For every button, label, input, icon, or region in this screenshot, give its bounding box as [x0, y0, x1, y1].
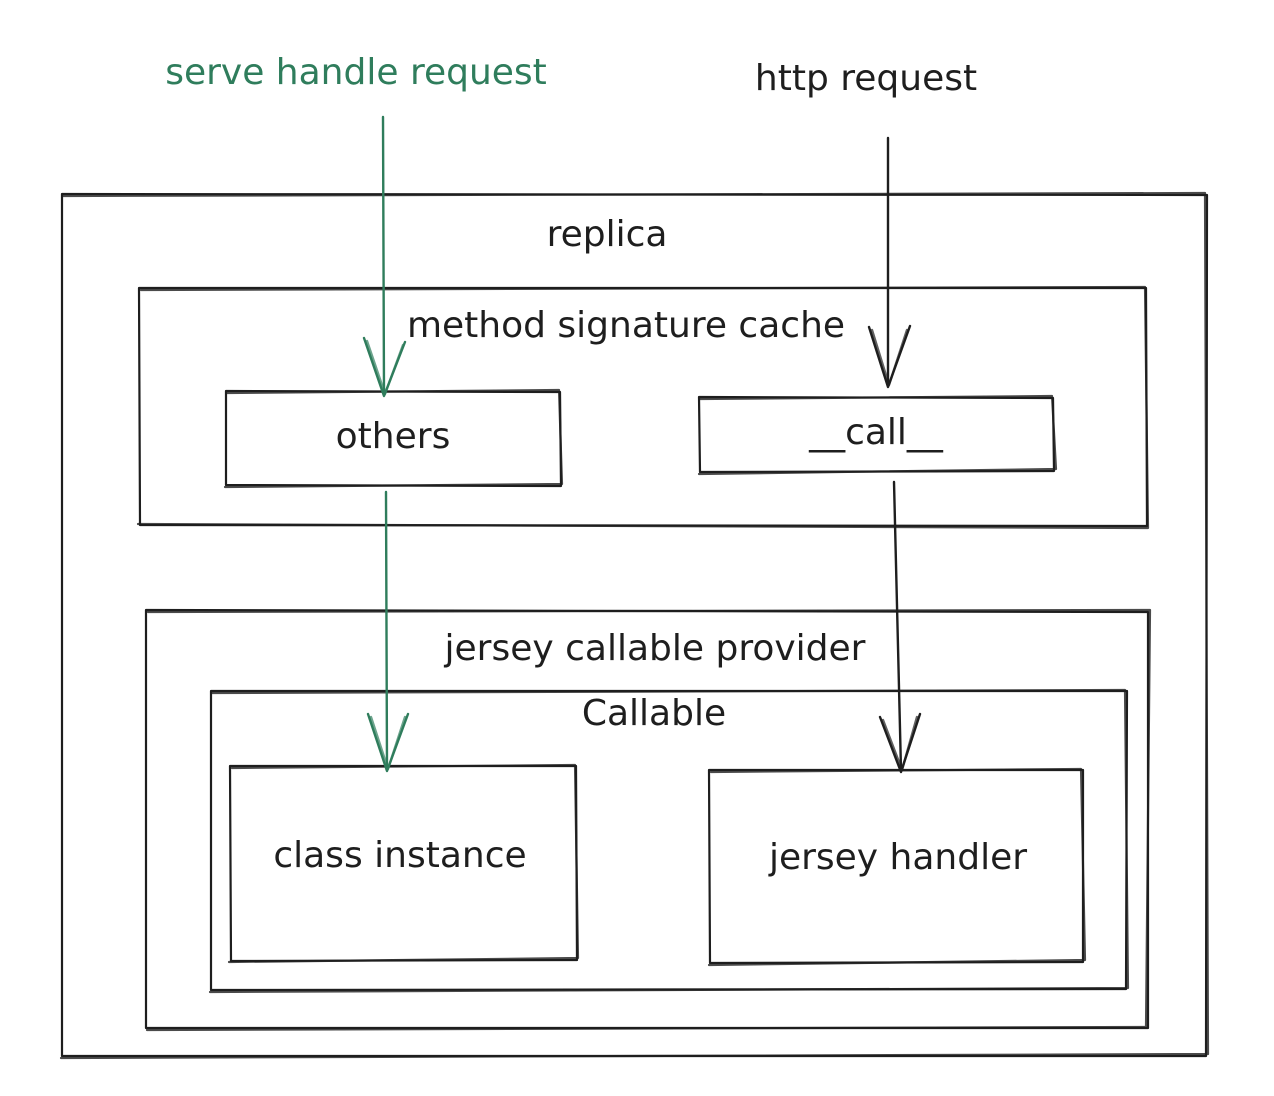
call-box — [697, 394, 1058, 476]
others-box — [223, 388, 564, 489]
call-label: __call__ — [808, 412, 944, 453]
class-instance-box — [227, 763, 580, 964]
callable-box — [208, 688, 1130, 994]
replica-label: replica — [547, 214, 668, 255]
jersey-handler-box — [707, 767, 1087, 967]
method-signature-cache-label: method signature cache — [407, 305, 845, 346]
jersey-callable-provider-box — [144, 608, 1152, 1032]
jersey-callable-provider-label: jersey callable provider — [444, 628, 866, 669]
http-request-label: http request — [755, 58, 977, 99]
http-request-arrow-to-call — [867, 136, 912, 389]
callable-label: Callable — [582, 693, 726, 734]
method-signature-cache-box — [136, 285, 1150, 530]
class-instance-label: class instance — [273, 835, 526, 876]
serve-handle-request-label: serve handle request — [165, 52, 547, 93]
jersey-handler-label: jersey handler — [768, 837, 1027, 878]
replica-box — [59, 191, 1210, 1060]
serve-request-arrow-to-others — [362, 115, 407, 398]
others-arrow-to-class-instance — [366, 490, 410, 773]
call-arrow-to-jersey-handler — [878, 480, 922, 774]
others-label: others — [336, 416, 451, 457]
